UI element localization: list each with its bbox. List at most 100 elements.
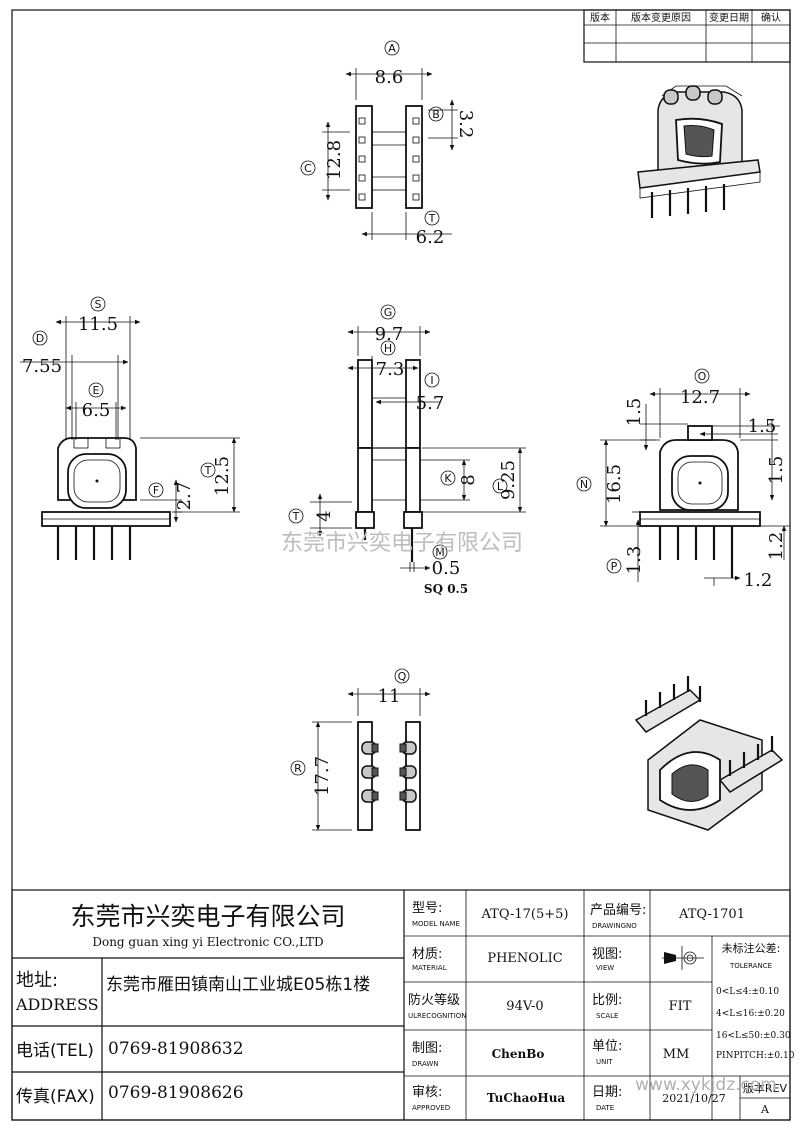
dim-o-right: 1.5	[748, 416, 777, 437]
balloon-h: H	[384, 342, 392, 355]
view-label-en: VIEW	[596, 964, 614, 972]
dim-c: 12.8	[324, 140, 345, 180]
date-label-cn: 日期:	[592, 1085, 622, 1100]
balloon-d: D	[36, 332, 44, 345]
tolerance-label-cn: 未标注公差:	[722, 941, 781, 955]
material-label-en: MATERIAL	[412, 964, 447, 972]
balloon-a: A	[388, 42, 396, 55]
pin-square-note: SQ 0.5	[424, 582, 468, 596]
dim-g: 9.7	[375, 324, 404, 345]
date-label-en: DATE	[596, 1104, 614, 1112]
company-address: 东莞市雁田镇南山工业城E05栋1楼	[106, 975, 370, 995]
balloon-b: B	[432, 108, 440, 121]
dim-p: 1.3	[624, 546, 645, 575]
fire-value: 94V-0	[506, 999, 543, 1014]
tolerance-3: PINPITCH:±0.10	[716, 1051, 795, 1061]
dim-pin-bottom: 1.2	[744, 570, 773, 591]
dim-t-top: 6.2	[416, 227, 445, 248]
dim-k: 8	[458, 474, 479, 485]
fax-number: 0769-81908626	[108, 1083, 244, 1103]
top-view: 8.6 3.2 12.8 6.2	[322, 67, 476, 248]
rev-col-confirm: 确认	[761, 11, 781, 24]
approved-label-en: APPROVED	[412, 1104, 450, 1112]
isometric-view-bottom	[634, 676, 784, 831]
balloon-t-top: T	[428, 212, 436, 225]
dim-o: 12.7	[680, 387, 720, 408]
balloon-n: N	[580, 478, 588, 491]
balloon-q: Q	[398, 670, 407, 683]
model-label-cn: 型号:	[412, 901, 442, 916]
address-label-en: ADDRESS	[15, 995, 99, 1014]
balloon-t-front: T	[204, 464, 212, 477]
balloon-m: M	[435, 546, 445, 559]
title-block: 东莞市兴奕电子有限公司 Dong guan xing yi Electronic…	[11, 889, 795, 1121]
balloon-c: C	[304, 162, 312, 175]
dim-l: 9.25	[498, 460, 519, 500]
model-value: ATQ-17(5+5)	[481, 907, 569, 922]
front-view: 11.5 7.55 6.5 2.7 12.5	[20, 314, 240, 560]
model-label-en: MODEL NAME	[412, 920, 460, 928]
unit-label-cn: 单位:	[592, 1039, 622, 1054]
dim-pin-right: 1.2	[766, 532, 787, 561]
balloon-k: K	[444, 472, 452, 485]
company-name-en: Dong guan xing yi Electronic CO.,LTD	[92, 935, 323, 949]
dim-i: 5.7	[416, 393, 445, 414]
tel-label: 电话(TEL)	[16, 1041, 94, 1061]
company-name-cn: 东莞市兴奕电子有限公司	[70, 902, 345, 931]
fax-label: 传真(FAX)	[16, 1087, 95, 1107]
address-label-cn: 地址:	[16, 970, 58, 991]
drawn-label-cn: 制图:	[412, 1041, 442, 1056]
bottom-view: 11 17.7	[312, 686, 431, 831]
material-label-cn: 材质:	[412, 947, 442, 962]
date-value: 2021/10/27	[662, 1092, 725, 1105]
dimension-balloons: A B C T S D E F T G H I K L T M O N P Q …	[32, 40, 710, 776]
rev-col-reason: 版本变更原因	[631, 11, 691, 24]
drawing-no-label-en: DRAWINGNO	[592, 922, 637, 930]
drawing-no-label-cn: 产品编号:	[590, 903, 646, 918]
balloon-p: P	[611, 560, 618, 573]
rev-value: A	[760, 1103, 770, 1116]
approved-label-cn: 审核:	[412, 1085, 442, 1100]
view-label-cn: 视图:	[592, 947, 622, 962]
side-view: 9.7 7.3 5.7 8 9.25 4 0.5 SQ 0.5	[310, 324, 526, 596]
dim-m: 0.5	[432, 558, 461, 579]
watermark-text: 东莞市兴奕电子有限公司	[281, 531, 523, 556]
dim-h: 7.3	[376, 359, 405, 380]
fire-label-cn: 防火等级	[408, 992, 460, 1008]
drawn-value: ChenBo	[492, 1047, 545, 1061]
fire-label-en: ULRECOGNITION	[408, 1012, 467, 1020]
balloon-i: I	[430, 374, 433, 387]
balloon-e: E	[93, 384, 100, 397]
unit-label-en: UNIT	[596, 1058, 613, 1066]
material-value: PHENOLIC	[487, 951, 562, 966]
tel-number: 0769-81908632	[108, 1039, 244, 1059]
tolerance-0: 0<L≤4:±0.10	[716, 987, 779, 997]
drawn-label-en: DRAWN	[412, 1060, 439, 1068]
tolerance-label-en: TOLERANCE	[729, 962, 772, 970]
dim-d: 7.55	[22, 356, 62, 377]
balloon-g: G	[384, 306, 393, 319]
balloon-l: L	[497, 480, 504, 493]
drawing-no-value: ATQ-1701	[678, 907, 745, 922]
dim-f: 2.7	[174, 482, 195, 511]
dim-r: 17.7	[312, 756, 333, 796]
rev-col-date: 变更日期	[709, 11, 749, 24]
balloon-r: R	[294, 762, 302, 775]
balloon-s: S	[95, 298, 102, 311]
balloon-o: O	[698, 370, 707, 383]
dim-t-side: 4	[314, 510, 335, 521]
revision-table: 版本 版本变更原因 变更日期 确认	[583, 9, 791, 63]
dim-n: 16.5	[604, 464, 625, 504]
dim-s: 11.5	[78, 314, 118, 335]
tolerance-1: 4<L≤16:±0.20	[716, 1009, 785, 1019]
dim-o-left: 1.5	[624, 398, 645, 427]
scale-value: FIT	[669, 999, 692, 1014]
scale-label-en: SCALE	[596, 1012, 618, 1020]
projection-symbol-icon	[662, 946, 704, 970]
rear-view: 12.7 1.5 1.5 1.5 16.5 1.3 1.2 1.2	[600, 387, 790, 591]
balloon-f: F	[153, 484, 159, 497]
dim-t-front: 12.5	[212, 456, 233, 496]
rev-col-version: 版本	[590, 11, 610, 24]
dim-right-side: 1.5	[766, 456, 787, 485]
